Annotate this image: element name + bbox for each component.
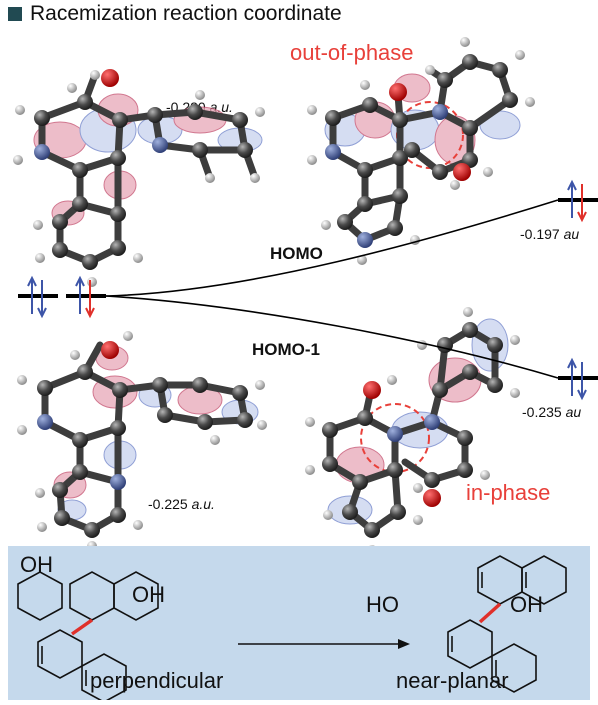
atoms <box>13 69 265 287</box>
header-title: Racemization reaction coordinate <box>30 2 342 25</box>
homo-1-label: HOMO-1 <box>252 340 320 359</box>
atoms <box>17 331 267 546</box>
reaction-scheme <box>17 555 567 700</box>
bonds <box>326 326 499 534</box>
reaction-scheme-panel <box>8 546 590 700</box>
right-ho-label: HO <box>366 592 399 617</box>
right-caption: near-planar <box>396 668 509 693</box>
perpendicular-structure <box>17 571 159 700</box>
homo-label: HOMO <box>270 244 323 263</box>
atoms <box>307 37 535 265</box>
header-square-icon <box>8 7 22 21</box>
energy-diagram <box>18 179 598 401</box>
molecule-top-left <box>13 69 265 287</box>
molecule-top-right <box>307 37 535 265</box>
energy-bottom-right: -0.235 au <box>522 404 582 420</box>
molecule-bottom-right <box>305 307 520 546</box>
axial-bond-left <box>70 618 94 636</box>
left-oh-top-label: OH <box>20 552 53 577</box>
spin-arrows-left-1 <box>27 275 47 319</box>
left-caption: perpendicular <box>90 668 224 693</box>
spin-arrows-right-top <box>567 179 587 223</box>
energy-top-right: -0.197 au <box>520 226 580 242</box>
out-of-phase-label: out-of-phase <box>290 40 414 65</box>
right-oh-label: OH <box>510 592 543 617</box>
figure-header: Racemization reaction coordinate <box>8 2 342 26</box>
left-oh-right-label: OH <box>132 582 165 607</box>
molecule-bottom-left <box>17 331 267 546</box>
atoms <box>305 307 520 546</box>
orbital-diagram <box>13 37 598 546</box>
spin-arrows-right-bottom <box>567 357 587 401</box>
homo-curve <box>105 199 559 297</box>
axial-bond-right <box>478 602 502 624</box>
spin-arrows-left-2 <box>75 275 95 319</box>
reaction-arrow-head <box>398 639 410 649</box>
homo-1-curve <box>105 295 559 379</box>
in-phase-label: in-phase <box>466 480 551 505</box>
energy-bottom-left: -0.225 a.u. <box>148 496 215 512</box>
near-planar-structure <box>447 555 567 693</box>
